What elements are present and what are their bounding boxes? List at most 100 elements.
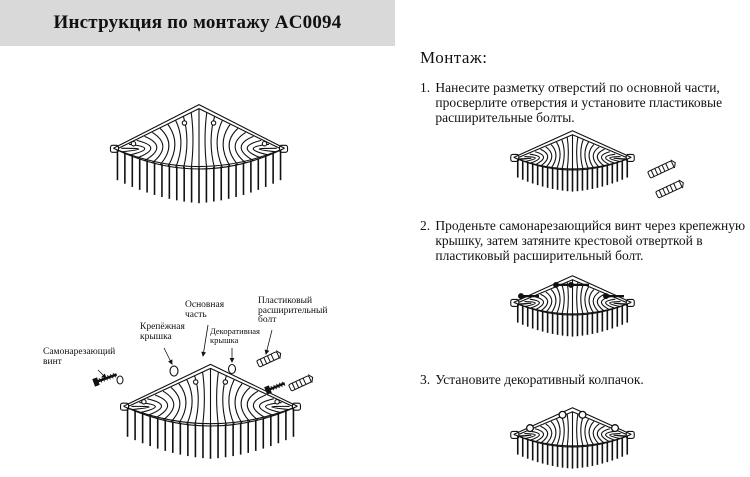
basket-wire (240, 386, 251, 423)
label-screw-line-2: винт (43, 356, 62, 367)
exploded-plastic-bolt-right (256, 350, 282, 368)
basket-back-rim-inner (128, 367, 293, 407)
basket-wire (592, 146, 600, 168)
basket-wire (534, 428, 545, 443)
screw-thread (112, 372, 117, 378)
bolt-rib (669, 184, 674, 192)
label-decor-cap-line-2: крышка (210, 334, 239, 345)
basket-back-rim (513, 130, 632, 158)
screw-thread (104, 375, 108, 381)
screw-thread (109, 373, 114, 379)
basket-wire (600, 428, 611, 443)
basket-left-end (510, 298, 520, 307)
step-1-plastic-bolt (647, 159, 676, 179)
basket-wire (271, 405, 290, 411)
basket-right-end (625, 430, 635, 439)
label-plastic-bolt-line-1: Пластиковый (258, 296, 313, 306)
step-3-number: 3. (420, 372, 431, 387)
basket-wire (258, 398, 274, 417)
basket-wire (519, 157, 532, 161)
basket-wire (524, 156, 536, 163)
basket-wire (534, 151, 545, 166)
basket-mount-hole (181, 120, 188, 126)
basket-mount-hole (210, 120, 217, 126)
bolt-rib (665, 163, 670, 170)
basket-left-end (510, 430, 520, 439)
basket-frame (510, 407, 635, 469)
basket-wire (519, 302, 532, 306)
step-3: 3. Установите декоративный колпачок. (420, 372, 644, 387)
basket-decor-cap (525, 424, 535, 433)
basket-wire (545, 146, 553, 168)
basket-right-end (625, 298, 635, 307)
basket-wire (144, 135, 158, 162)
basket-wire (186, 379, 193, 425)
basket-wire (609, 301, 621, 308)
basket-screw-head (603, 293, 609, 300)
step-2-line-3: пластиковый расширительный болт. (435, 248, 644, 263)
label-decor-cap: Декоративная крышка (210, 327, 260, 344)
basket-wire (534, 296, 545, 311)
basket-wire (600, 151, 611, 166)
montage-heading: Монтаж: (420, 48, 488, 67)
screw-thread (276, 383, 280, 389)
basket-wire (545, 291, 553, 313)
basket-wire (580, 139, 584, 170)
basket-wire (613, 302, 626, 306)
bolt-rib (259, 358, 264, 366)
bolt-rib (270, 353, 275, 361)
basket-wire (550, 289, 557, 314)
bolt-rib (295, 381, 300, 389)
bolt-body (655, 180, 683, 199)
basket-mount-hole (130, 140, 137, 147)
leader-decor-cap-head (229, 357, 235, 363)
basket-wire (524, 301, 536, 308)
label-plastic-bolt-line-3: болт (258, 315, 277, 325)
basket-wire (555, 286, 561, 315)
basket-wire (222, 124, 231, 167)
basket-wire (540, 148, 549, 167)
bolt-tip (670, 159, 676, 169)
basket-wire (170, 386, 181, 423)
basket-wire (596, 425, 605, 444)
exploded-fixing-cap (169, 365, 179, 377)
basket-wire (561, 139, 565, 170)
basket-back-rim-inner (518, 411, 627, 435)
screw-thread (101, 377, 106, 382)
leader-plastic-bolt (265, 329, 273, 355)
basket-mount-hole (192, 379, 199, 385)
label-fixing-cap-line-1: Крепёжная (140, 322, 185, 332)
title-bar: Инструкция по монтажу AC0094 (0, 0, 395, 46)
basket-left-end (119, 402, 130, 411)
basket-wire (540, 293, 549, 312)
bolt-body (647, 160, 675, 179)
basket-wire (240, 135, 254, 162)
step-2: 2. Проденьте самонарезающийся винт через… (420, 218, 745, 263)
bolt-rib (661, 164, 666, 172)
basket-wire (175, 120, 182, 168)
basket-right-end (291, 402, 301, 411)
basket-wire (550, 144, 557, 169)
screw-thread (270, 385, 275, 391)
basket-wire (154, 394, 169, 419)
basket-left-end (109, 144, 120, 153)
basket-decor-cap (578, 410, 587, 419)
basket-wire (561, 284, 565, 315)
basket-wire (234, 131, 247, 164)
basket-screw-head (518, 293, 524, 300)
basket-wire (228, 128, 239, 166)
bolt-tip (678, 179, 684, 189)
label-fixing-cap-line-2: крышка (140, 331, 172, 342)
basket-wire (580, 284, 584, 315)
exploded-plastic-bolt-far-right (288, 374, 314, 392)
leader-main-part (202, 324, 209, 357)
step-2-number: 2. (420, 218, 431, 233)
basket-wire (147, 398, 163, 417)
basket-frame (510, 275, 635, 337)
basket-back-rim (513, 275, 632, 303)
basket-wire (576, 137, 579, 170)
basket-back-rim-inner (118, 108, 280, 149)
bolt-rib (662, 188, 667, 196)
basket-wire (524, 433, 536, 440)
basket-wire (167, 124, 176, 167)
